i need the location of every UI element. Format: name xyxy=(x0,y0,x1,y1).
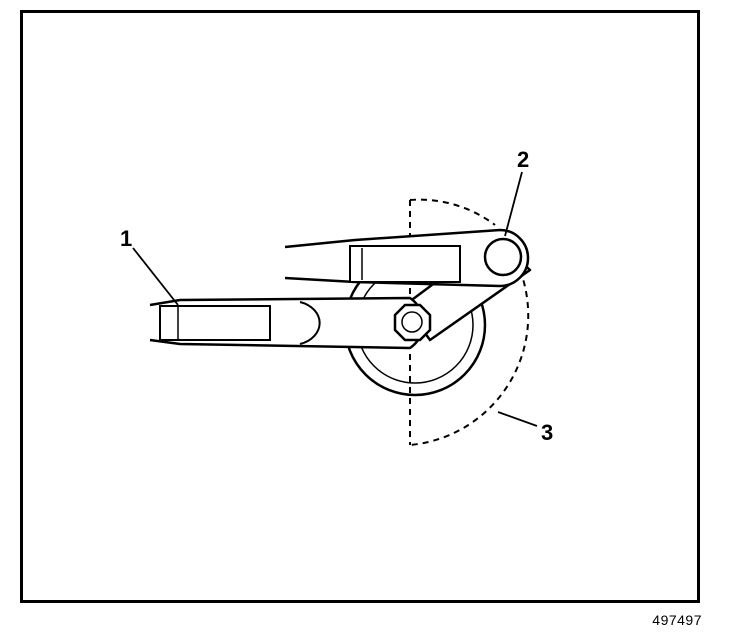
callout-3: 3 xyxy=(541,420,553,445)
figure-id-label: 497497 xyxy=(652,612,702,628)
callout-1: 1 xyxy=(120,226,132,251)
callout-2: 2 xyxy=(517,147,529,172)
lower-wrench xyxy=(149,296,432,350)
upper-wrench xyxy=(284,228,530,288)
leader-lines xyxy=(132,171,538,427)
